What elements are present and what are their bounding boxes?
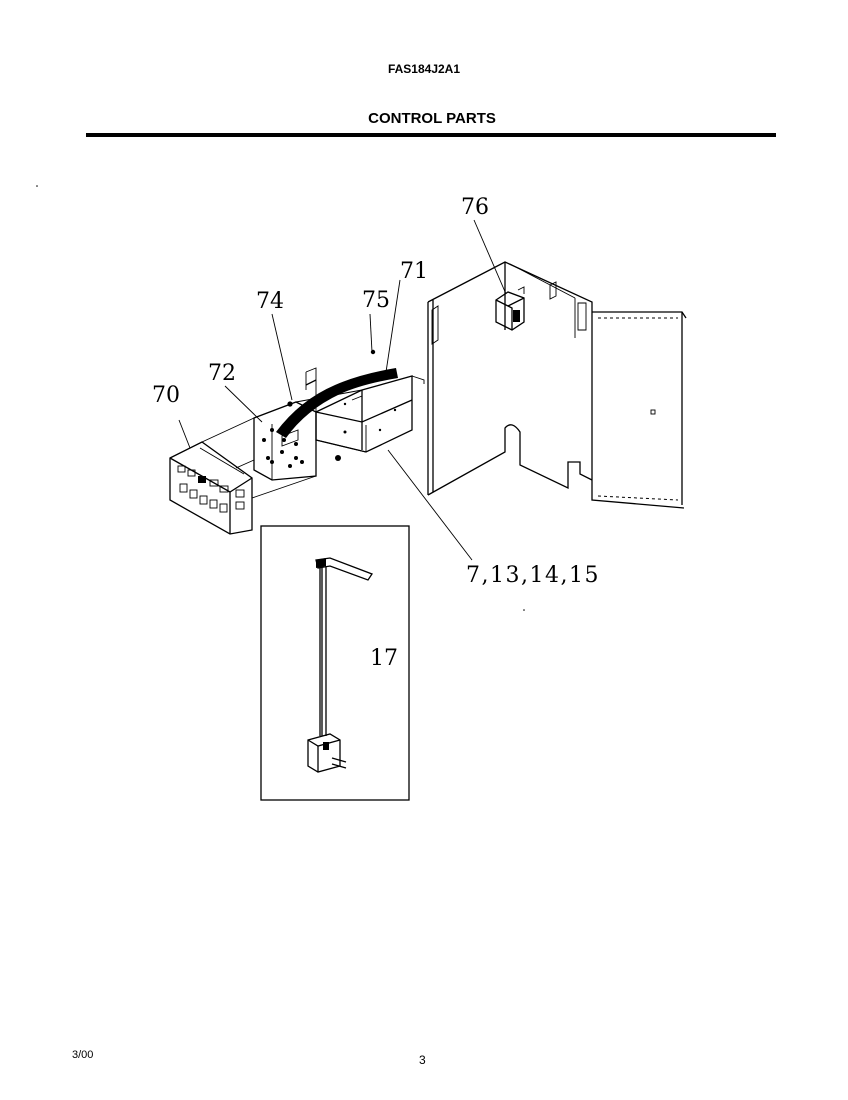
power-cord-17 [307,557,373,773]
callout-17: 17 [370,646,398,671]
page-number: 3 [419,1053,426,1067]
assembly-lines [201,389,367,499]
callout-7-13-14-15: 7,13,14,15 [466,563,600,588]
section-title: CONTROL PARTS [368,110,496,127]
callout-71: 71 [400,259,428,284]
callout-76: 76 [461,195,489,220]
leader-lines [178,219,507,561]
power-cord-inset [260,525,410,801]
callout-72: 72 [208,361,236,386]
callout-70: 70 [152,383,180,408]
wire-harness-71 [276,368,398,438]
part-76-relay [495,291,525,331]
stray-dot [523,609,525,611]
control-panel-70 [169,441,253,535]
cabinet-housing [427,261,687,509]
revision-date: 3/00 [72,1049,94,1061]
stray-dot [36,185,38,187]
callout-75: 75 [362,288,390,313]
callout-74: 74 [256,289,284,314]
inset-frame [260,525,410,801]
model-number: FAS184J2A1 [387,62,461,76]
header-rule [86,133,776,137]
